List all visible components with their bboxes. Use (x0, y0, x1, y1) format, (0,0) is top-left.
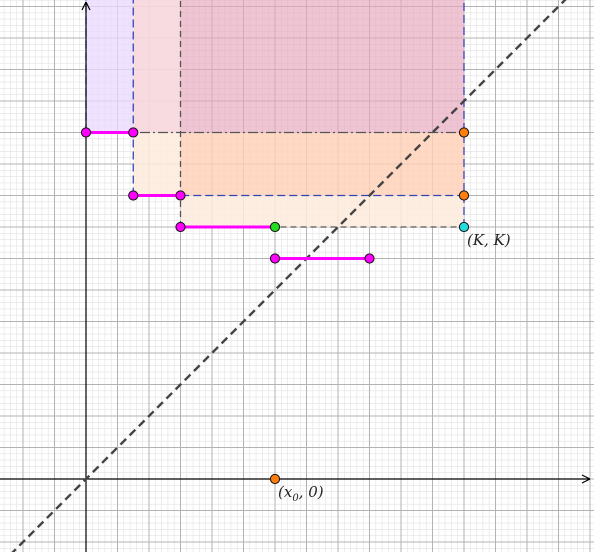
shaded-regions (86, 0, 464, 227)
magenta-endpoint (175, 190, 186, 201)
region-pink (180, 0, 464, 133)
label-x0-tail: , 0) (299, 483, 324, 501)
label-x0-subscript: 0 (292, 493, 299, 504)
label-x0: (x0, 0) (278, 483, 324, 504)
magenta-endpoint (128, 127, 139, 138)
segments (86, 131, 370, 260)
region-violet (86, 0, 134, 133)
magenta-endpoint (80, 127, 92, 138)
label-x0-main: (x (278, 483, 293, 501)
label-k-k: (K, K) (467, 231, 511, 249)
region-cream-bottom (180, 195, 464, 227)
y-axis-arrow (81, 1, 91, 11)
point-k-k (458, 221, 470, 233)
region-orange (180, 132, 464, 196)
orange-point-mid (458, 190, 470, 201)
magenta-endpoint (175, 221, 186, 233)
point-x0 (269, 473, 281, 485)
orange-point-top (458, 127, 470, 138)
region-cream-left (133, 132, 181, 196)
green-point (269, 221, 281, 233)
magenta-endpoint (269, 253, 281, 264)
magenta-endpoint (364, 253, 375, 264)
points (80, 127, 470, 485)
region-pink-light (133, 0, 181, 133)
magenta-endpoint (128, 190, 139, 201)
x-axis-arrow (581, 474, 591, 484)
